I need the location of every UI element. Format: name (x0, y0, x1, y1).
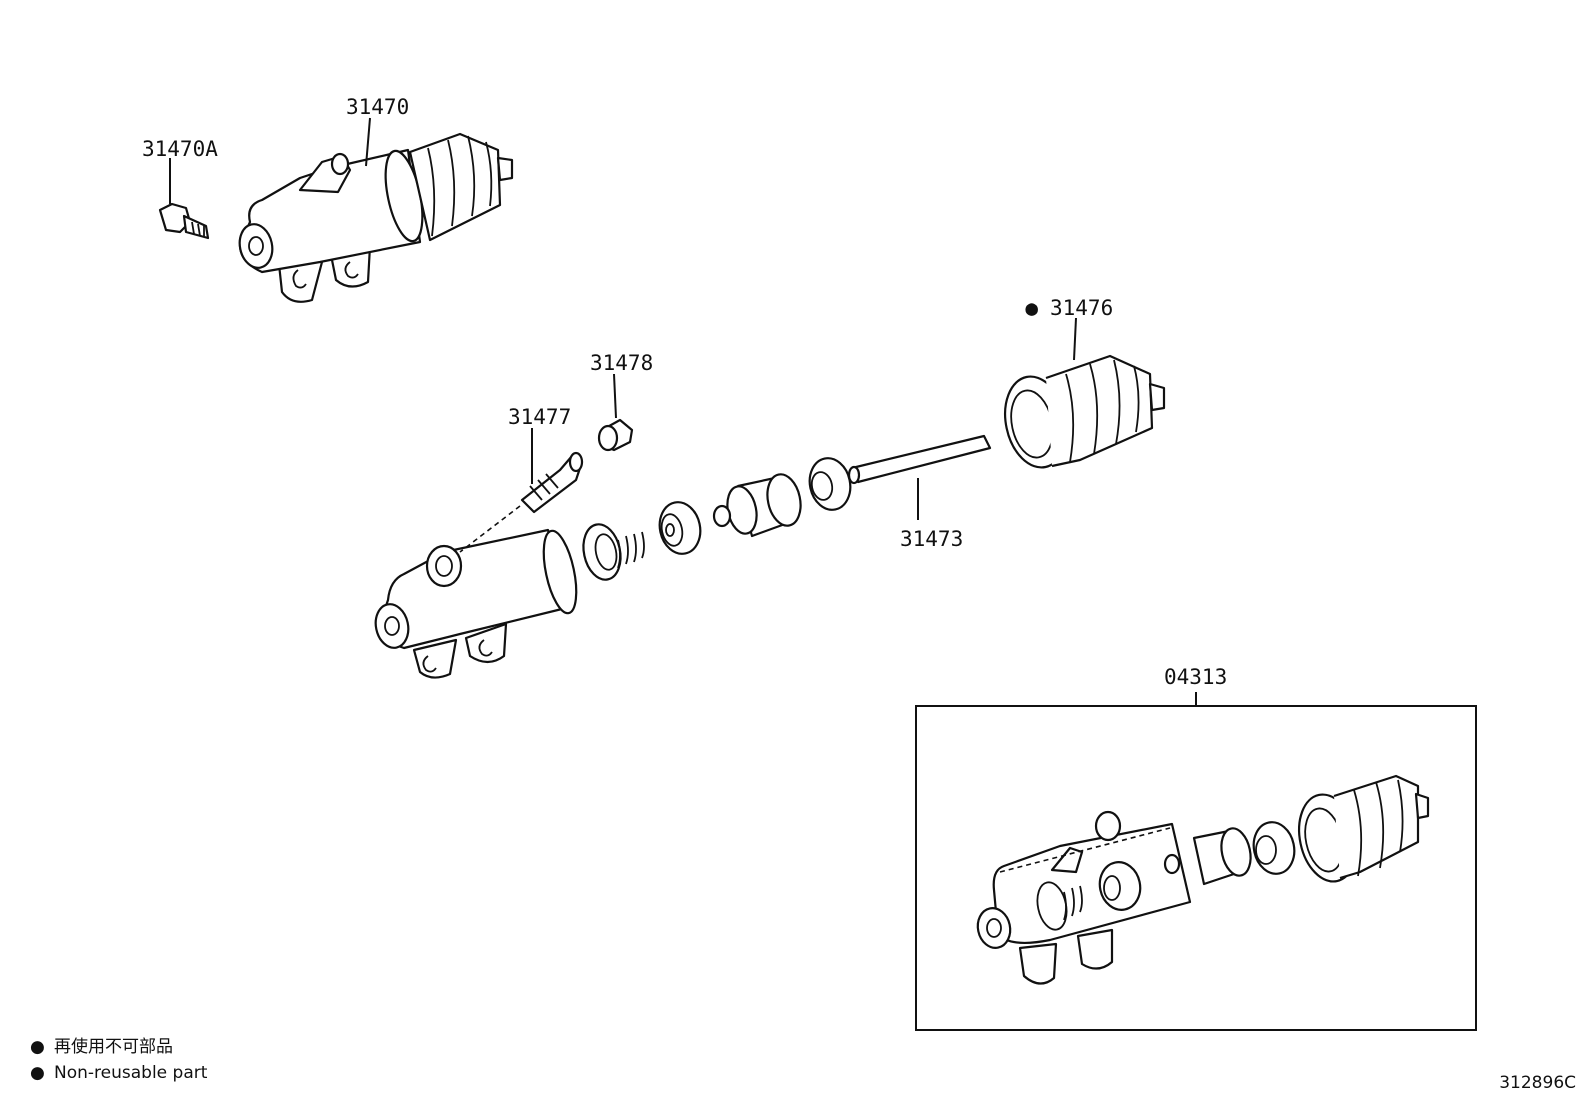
label-31476: 31476 (1050, 296, 1113, 320)
drawing-code: 312896C (1499, 1073, 1576, 1093)
bleeder-cap-31478[interactable] (597, 418, 634, 452)
leader-31478 (613, 373, 617, 419)
bleeder-plug-31477[interactable] (520, 451, 584, 514)
leader-31476 (1073, 317, 1077, 361)
label-31473: 31473 (900, 527, 963, 551)
kit-04313-contents (976, 774, 1430, 985)
leader-31470 (365, 117, 371, 167)
release-cylinder-assembly-top[interactable] (236, 132, 514, 303)
bolt-31470a[interactable] (158, 202, 210, 240)
legend-marker-2: ● (30, 1063, 45, 1083)
push-rod-31473[interactable] (847, 434, 992, 485)
piston[interactable] (712, 471, 805, 538)
legend-text-en: Non-reusable part (54, 1063, 208, 1083)
spring[interactable] (579, 521, 645, 583)
label-31470: 31470 (346, 95, 409, 119)
boot-31476[interactable] (997, 354, 1166, 473)
label-31478: 31478 (590, 351, 653, 375)
non-reusable-marker-31476: ● (1025, 296, 1038, 320)
assembly-guide-line (459, 505, 521, 553)
legend-marker-1: ● (30, 1037, 45, 1057)
cylinder-body[interactable] (372, 528, 583, 679)
label-31470a: 31470A (142, 137, 218, 161)
legend-text-jp: 再使用不可部品 (54, 1036, 173, 1057)
boot-cap[interactable] (805, 454, 855, 513)
label-04313: 04313 (1164, 665, 1227, 689)
label-31477: 31477 (508, 405, 571, 429)
piston-cup[interactable] (655, 498, 705, 557)
